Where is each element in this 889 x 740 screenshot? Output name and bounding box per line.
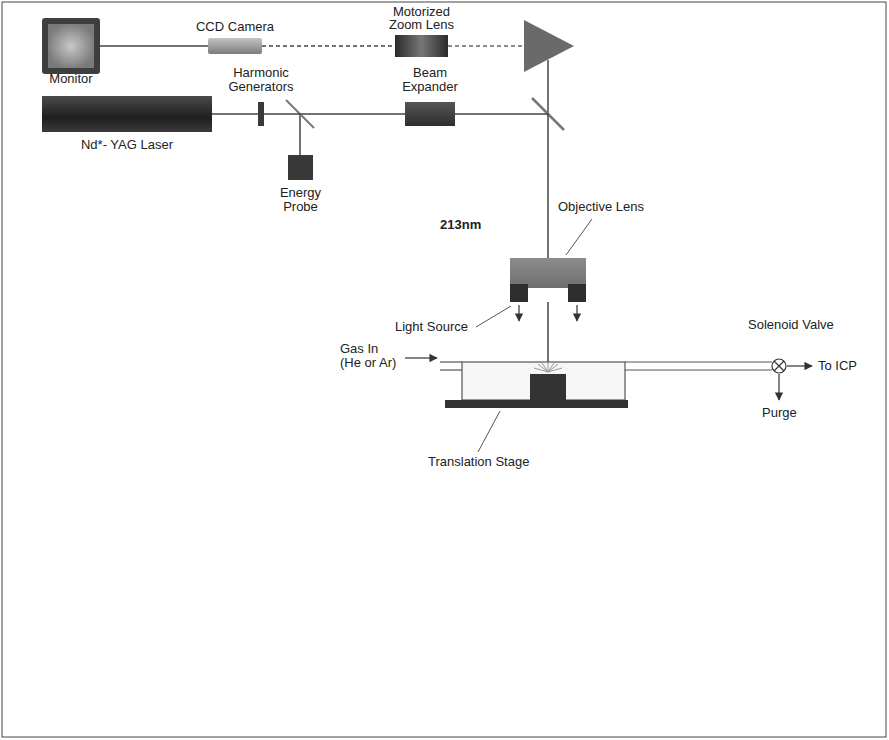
part-label: CCD Camera xyxy=(190,20,280,34)
sample xyxy=(530,374,566,400)
translation-stage xyxy=(445,400,628,408)
leader-line xyxy=(478,411,500,452)
optical-path xyxy=(547,60,549,114)
valve-cross xyxy=(774,361,784,371)
wavelength-label: 213nm xyxy=(440,218,481,232)
zoom-lens: Motorized Zoom Lens xyxy=(395,35,448,57)
light-source xyxy=(510,284,528,302)
gas-pipe xyxy=(440,361,462,362)
part-label: Translation Stage xyxy=(428,455,529,469)
part-label: Motorized Zoom Lens xyxy=(386,5,458,31)
part-label: Solenoid Valve xyxy=(748,318,834,332)
beam-expander: Beam Expander xyxy=(405,102,455,126)
part-label: Objective Lens xyxy=(558,200,644,214)
energy-probe: Energy Probe xyxy=(288,155,313,180)
beam-connector xyxy=(264,113,405,115)
flow-arrow xyxy=(787,365,812,366)
laser: Nd*- YAG Laser xyxy=(42,96,212,132)
light-arrow xyxy=(518,305,519,321)
objective-lens: Objective Lens xyxy=(510,258,586,302)
monitor: Monitor xyxy=(42,18,100,74)
beam-connector xyxy=(262,45,395,47)
beam-connector xyxy=(100,45,208,47)
light-arrow xyxy=(576,305,577,321)
part-label: Beam Expander xyxy=(398,66,462,94)
gas-pipe xyxy=(625,369,772,370)
flow-arrow xyxy=(778,374,779,400)
solenoid-valve xyxy=(772,359,786,373)
part-label: Energy Probe xyxy=(274,186,328,214)
flow-label: To ICP xyxy=(818,359,857,373)
part-label: Harmonic Generators xyxy=(221,66,301,94)
leader-line xyxy=(476,306,511,327)
prism xyxy=(524,20,574,72)
beam-connector xyxy=(212,113,258,115)
flow-arrow xyxy=(405,357,437,358)
beam-connector xyxy=(455,114,548,258)
part-label: Monitor xyxy=(36,72,106,86)
part-label: Light Source xyxy=(395,320,468,334)
optical-path xyxy=(299,114,301,155)
light-source xyxy=(568,284,586,302)
flow-label: Purge xyxy=(762,406,797,420)
gas-label: Gas In (He or Ar) xyxy=(340,342,400,370)
ablation-cell xyxy=(462,362,625,400)
gas-pipe xyxy=(440,369,462,370)
gas-pipe xyxy=(625,361,772,362)
ablation-plume xyxy=(534,362,562,372)
ccd-camera: CCD Camera xyxy=(208,38,262,54)
part-label: Nd*- YAG Laser xyxy=(67,138,187,152)
harmonic-generator: Harmonic Generators xyxy=(258,102,264,126)
optical-path xyxy=(448,45,524,47)
leader-line xyxy=(566,219,592,255)
